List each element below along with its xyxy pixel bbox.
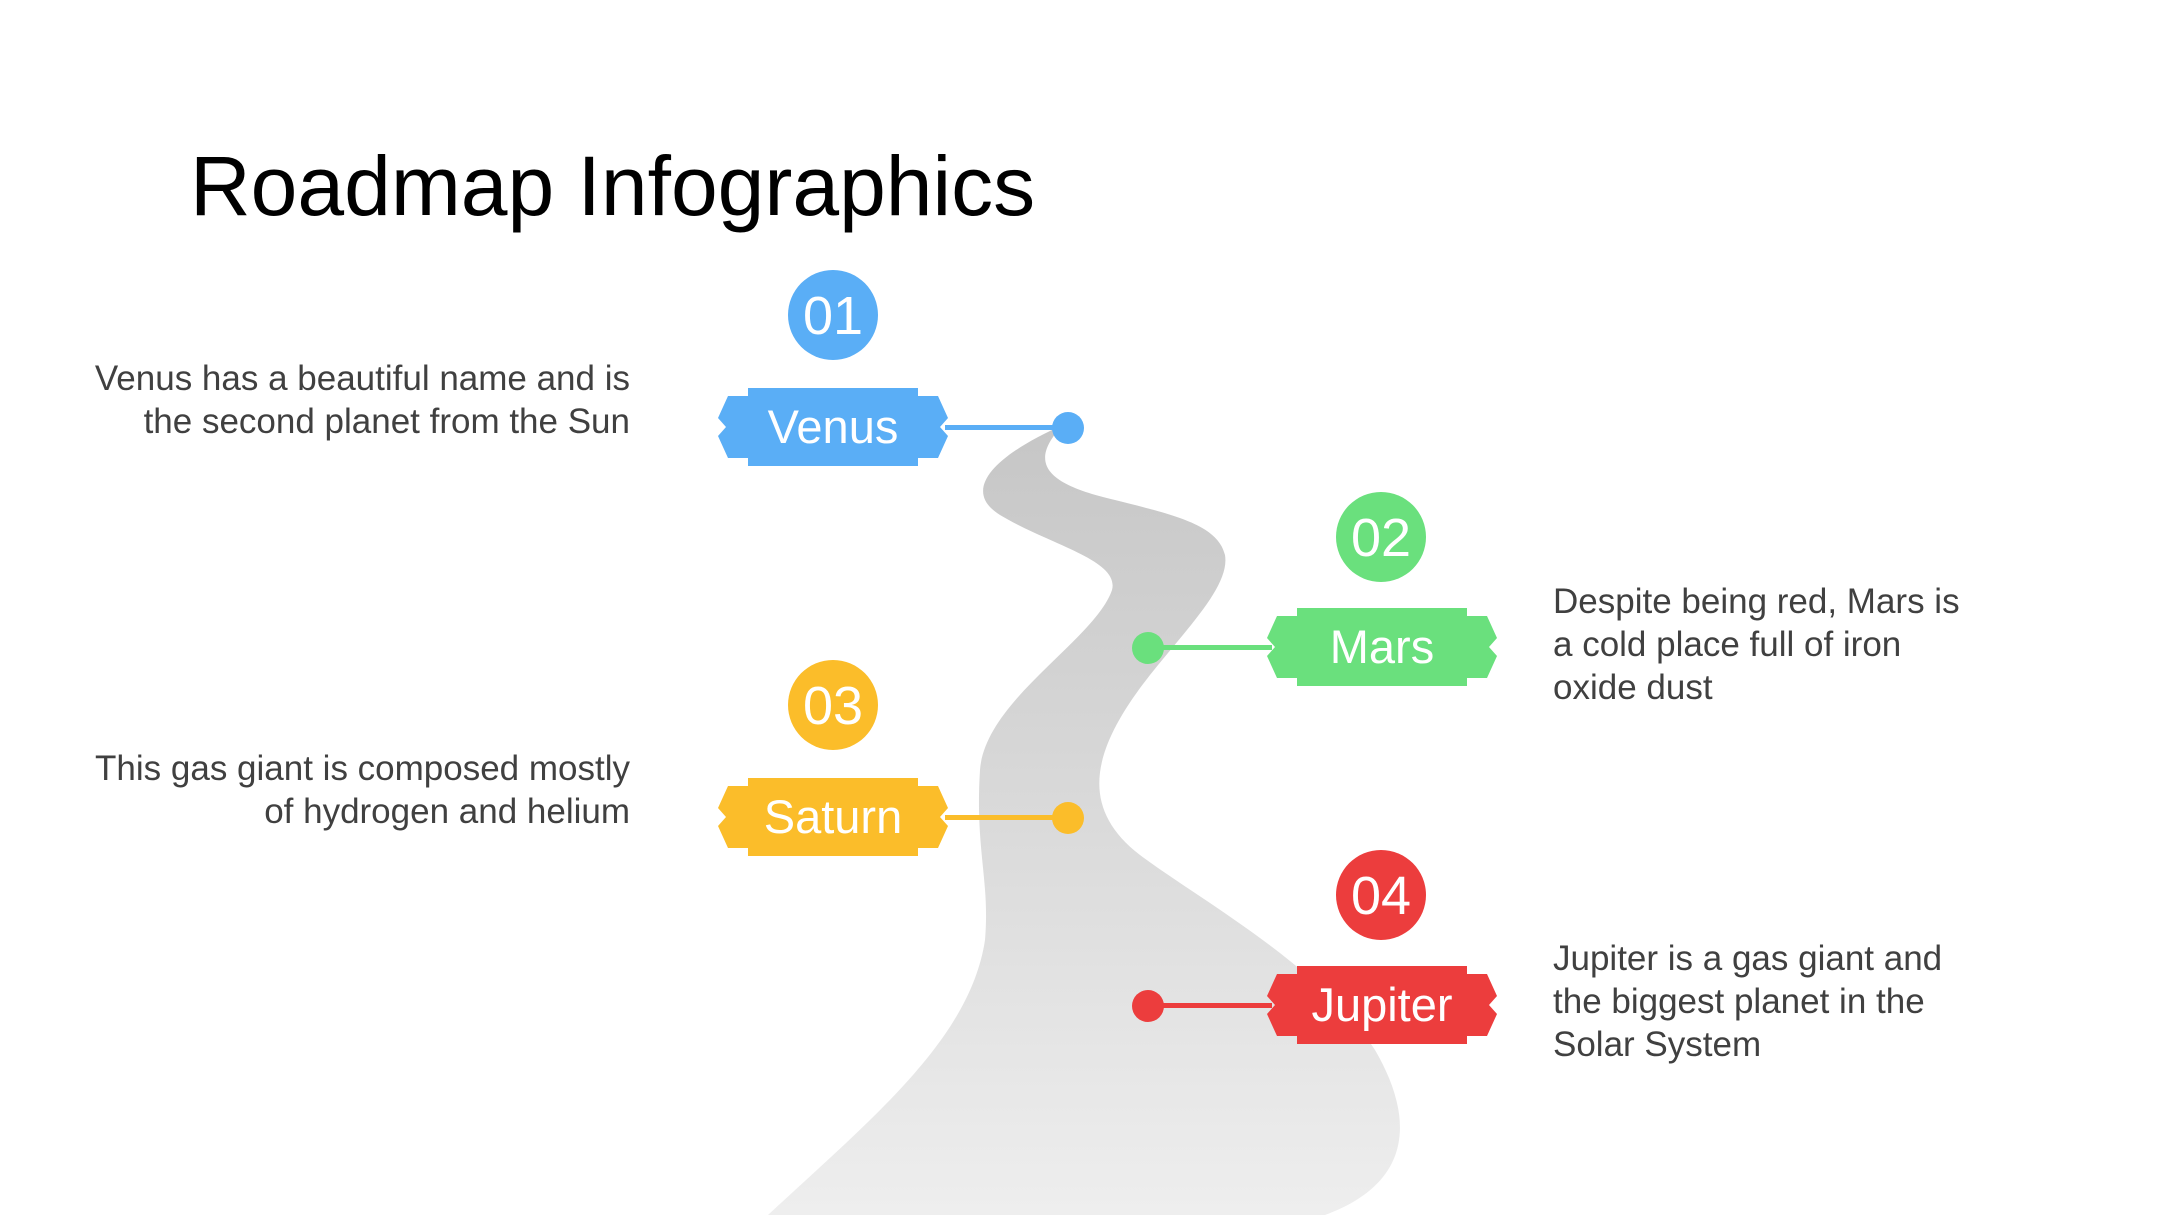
ribbon-shape	[1267, 608, 1497, 686]
saturn-connector	[945, 815, 1070, 820]
ribbon-shape	[718, 388, 948, 466]
page-title: Roadmap Infographics	[190, 139, 1036, 233]
saturn-label: Saturn	[763, 790, 903, 843]
saturn-dot	[1052, 802, 1084, 834]
venus-label-tag: Venus	[718, 388, 948, 466]
saturn-label-tag: Saturn	[718, 778, 948, 856]
ribbon-shape	[1267, 966, 1497, 1044]
jupiter-connector	[1147, 1003, 1272, 1008]
milestone-number-03: 03	[788, 660, 878, 750]
saturn-description: This gas giant is composed mostly of hyd…	[95, 749, 630, 831]
jupiter-dot	[1132, 990, 1164, 1022]
jupiter-label: Jupiter	[1311, 978, 1453, 1031]
mars-dot	[1132, 632, 1164, 664]
mars-label-tag: Mars	[1267, 608, 1497, 686]
milestone-number-04: 04	[1336, 850, 1426, 940]
venus-dot	[1052, 412, 1084, 444]
ribbon-shape	[718, 778, 948, 856]
milestone-number-01: 01	[788, 270, 878, 360]
venus-description: Venus has a beautiful name and is the se…	[94, 359, 630, 441]
venus-connector	[945, 425, 1070, 430]
mars-label: Mars	[1329, 620, 1435, 673]
venus-label: Venus	[767, 400, 899, 453]
mars-description: Despite being red, Mars is a cold place …	[1553, 582, 1960, 707]
mars-connector	[1147, 645, 1272, 650]
jupiter-label-tag: Jupiter	[1267, 966, 1497, 1044]
jupiter-description: Jupiter is a gas giant and the biggest p…	[1553, 939, 1943, 1064]
milestone-number-02: 02	[1336, 492, 1426, 582]
